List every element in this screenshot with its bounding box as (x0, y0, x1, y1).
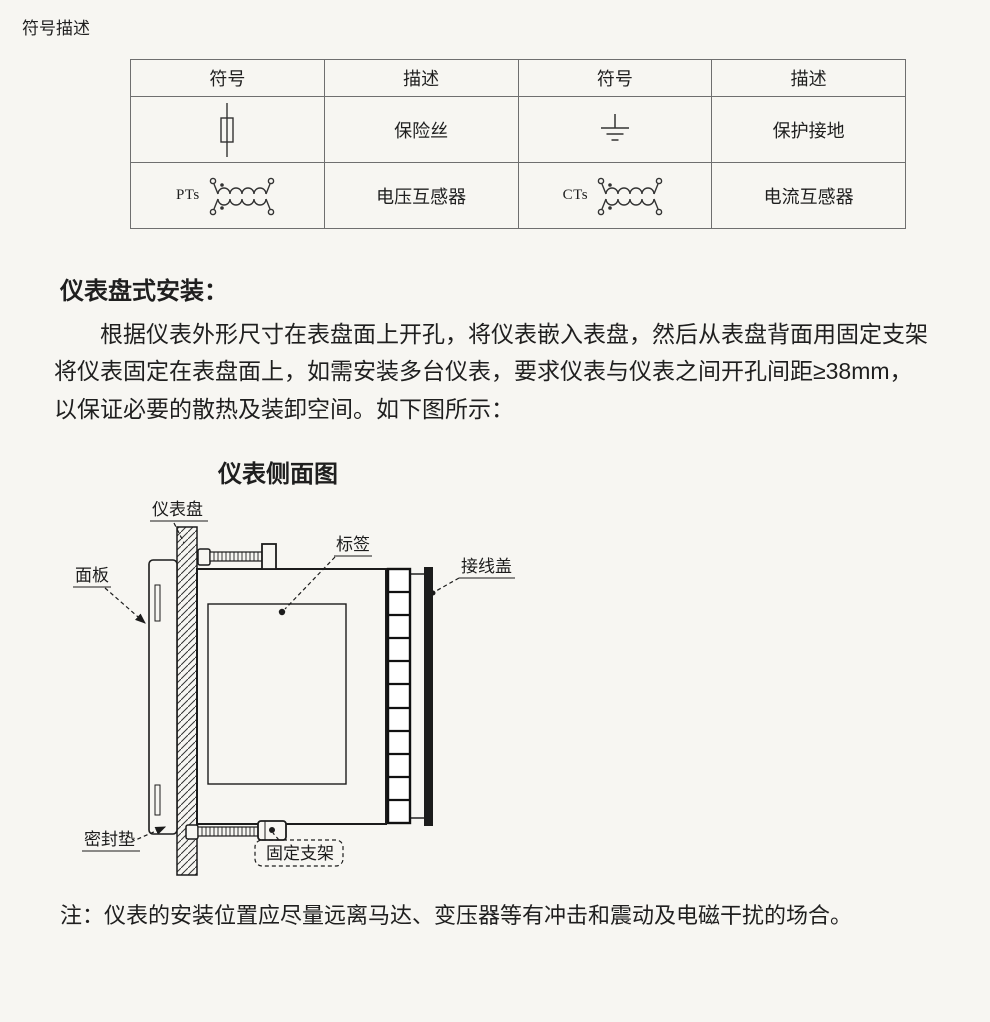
front-bezel (148, 558, 178, 835)
gasket-leader (130, 826, 167, 843)
col-header-symbol-2: 符号 (517, 59, 713, 97)
terminal-block (386, 567, 424, 824)
sticker-leader-dot (278, 608, 286, 615)
table-row: 保险丝 保护接地 (130, 96, 906, 163)
ct-symbol-cell: CTs (517, 162, 713, 229)
col-header-desc-2: 描述 (711, 59, 906, 97)
earth-ground-icon (600, 113, 629, 141)
panel-board-label: 仪表盘 (152, 500, 203, 519)
symbol-table: 符号 描述 符号 描述 保险 (130, 59, 906, 229)
pt-desc: 电压互感器 (323, 162, 519, 229)
front-panel-label: 面板 (75, 566, 109, 585)
terminal-cover-leader (435, 577, 460, 592)
meter-label-area (207, 603, 347, 785)
fuse-symbol-cell (130, 96, 325, 163)
installation-side-view-diagram: 仪表盘 面板 标签 接线盖 密封垫 固定支架 (73, 500, 515, 876)
page: 符号描述 符号 描述 符号 描述 (0, 14, 990, 930)
earth-desc: 保护接地 (711, 96, 906, 163)
page-title: 符号描述 (22, 19, 90, 38)
ct-desc: 电流互感器 (711, 162, 906, 229)
terminal-cover-leader-dot (430, 590, 436, 596)
table-header-row: 符号 描述 符号 描述 (130, 59, 906, 97)
meter-body (196, 567, 387, 825)
sticker-label: 标签 (336, 535, 370, 554)
panel-board-leader (173, 522, 185, 544)
installation-paragraph: 根据仪表外形尺寸在表盘面上开孔，将仪表嵌入表盘，然后从表盘背面用固定支架将仪表固… (54, 321, 928, 422)
current-transformer-icon (597, 177, 663, 215)
terminal-cover-plate (424, 566, 433, 826)
fuse-desc: 保险丝 (323, 96, 519, 163)
front-panel-leader (104, 587, 146, 624)
terminal-cover-label: 接线盖 (461, 557, 512, 576)
bracket-leader (272, 832, 280, 841)
voltage-transformer-icon (209, 177, 275, 215)
gasket-label: 密封垫 (84, 830, 135, 849)
bracket-label: 固定支架 (266, 844, 334, 863)
pt-label: PTs (175, 187, 200, 203)
table-row: PTs (130, 162, 906, 229)
col-header-desc-1: 描述 (323, 59, 519, 97)
installation-note: 注：仪表的安装位置应尽量远离马达、变压器等有冲击和震动及电磁干扰的场合。 (60, 902, 853, 928)
fuse-icon (220, 102, 235, 157)
sticker-leader (284, 556, 336, 610)
ct-label: CTs (562, 187, 589, 203)
col-header-symbol-1: 符号 (130, 59, 325, 97)
mounting-panel (176, 526, 198, 876)
diagram-title: 仪表侧面图 (218, 461, 338, 488)
pt-symbol-cell: PTs (130, 162, 325, 229)
top-fixing-screw (197, 542, 277, 570)
bracket-leader-dot (269, 826, 275, 833)
installation-heading: 仪表盘式安装： (60, 278, 228, 305)
bracket-label-box (254, 839, 344, 867)
earth-symbol-cell (517, 96, 713, 163)
